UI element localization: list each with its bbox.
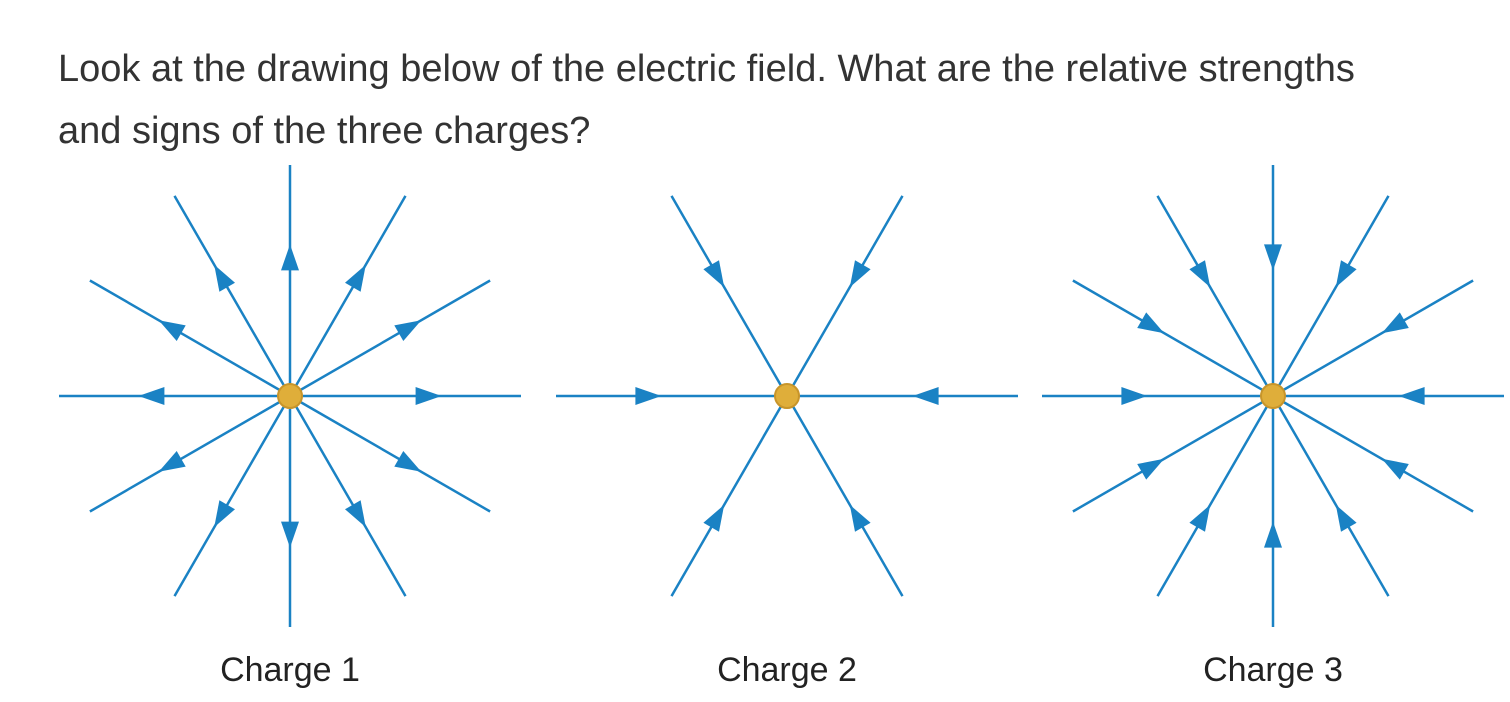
- field-line: [288, 195, 407, 397]
- field-arrow: [345, 264, 366, 292]
- field-arrow: [1381, 458, 1409, 480]
- field-arrow: [281, 521, 299, 548]
- field-arrow: [635, 387, 662, 405]
- field-line: [1156, 395, 1275, 597]
- field-arrow: [345, 500, 366, 528]
- charge-2-label: Charge 2: [717, 651, 857, 689]
- field-line: [289, 279, 491, 398]
- field-line: [1272, 394, 1474, 513]
- field-arrow: [849, 504, 871, 532]
- field-arrow: [1137, 458, 1165, 480]
- field-line: [785, 395, 904, 597]
- field-line: [289, 394, 491, 513]
- field-line: [670, 195, 789, 397]
- field-line: [1156, 195, 1275, 397]
- field-line: [1072, 279, 1274, 398]
- question-line-2: and signs of the three charges?: [58, 110, 591, 152]
- field-arrow: [138, 387, 165, 405]
- field-arrow: [703, 260, 725, 288]
- point-charge: [774, 383, 800, 409]
- charge-1-label: Charge 1: [220, 651, 360, 689]
- field-arrow: [214, 264, 235, 292]
- field-line: [1272, 279, 1474, 398]
- field-arrow: [1189, 260, 1211, 288]
- field-line: [785, 195, 904, 397]
- field-arrow: [158, 320, 186, 341]
- charge-2-diagram: [556, 195, 1018, 597]
- field-arrow: [394, 451, 422, 472]
- point-charge: [1260, 383, 1286, 409]
- field-line: [1271, 195, 1390, 397]
- field-line: [1271, 395, 1390, 597]
- field-arrow: [1189, 504, 1211, 532]
- field-arrow: [415, 387, 442, 405]
- field-arrow: [214, 500, 235, 528]
- field-arrow: [1264, 521, 1282, 548]
- field-arrow: [281, 244, 299, 271]
- charge-3-label: Charge 3: [1203, 651, 1343, 689]
- field-arrow: [158, 451, 186, 472]
- field-arrow: [1335, 260, 1357, 288]
- field-line: [1072, 394, 1274, 513]
- charge-1-diagram: [59, 165, 521, 627]
- field-arrow: [1264, 244, 1282, 271]
- field-arrow: [394, 320, 422, 341]
- field-line: [173, 395, 292, 597]
- field-line: [670, 395, 789, 597]
- field-arrow: [1137, 312, 1165, 334]
- charge-3-diagram: [1042, 165, 1504, 627]
- point-charge: [277, 383, 303, 409]
- field-arrow: [1335, 504, 1357, 532]
- field-arrow: [849, 260, 871, 288]
- field-line: [89, 279, 291, 398]
- field-line: [288, 395, 407, 597]
- question-line-1: Look at the drawing below of the electri…: [58, 48, 1355, 90]
- field-line: [89, 394, 291, 513]
- field-arrow: [1381, 312, 1409, 334]
- question-text: Look at the drawing below of the electri…: [58, 38, 1478, 162]
- field-arrow: [703, 504, 725, 532]
- field-arrow: [912, 387, 939, 405]
- field-arrow: [1121, 387, 1148, 405]
- field-arrow: [1398, 387, 1425, 405]
- field-line: [173, 195, 292, 397]
